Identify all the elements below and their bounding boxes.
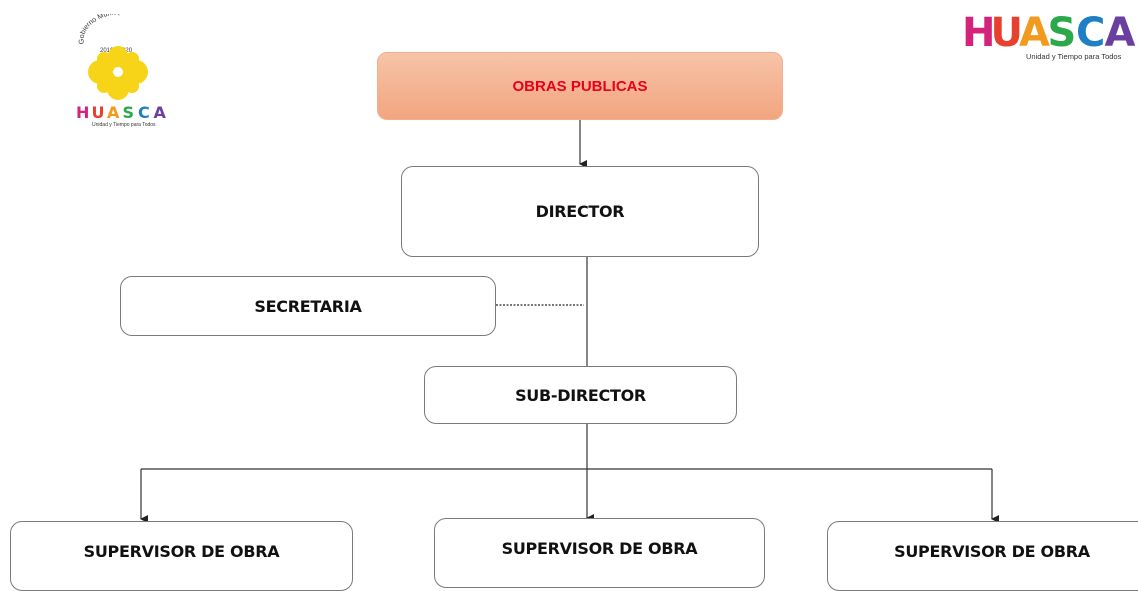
supervisor-box-3: SUPERVISOR DE OBRA xyxy=(827,521,1138,591)
logo-letter: S xyxy=(123,103,135,122)
logo-letter: A xyxy=(107,103,120,122)
logo-letter: U xyxy=(991,10,1023,56)
logo-letter: H xyxy=(962,10,995,56)
supervisor-box-2: SUPERVISOR DE OBRA xyxy=(434,518,765,588)
logo-letter: C xyxy=(138,103,150,122)
director-box: DIRECTOR xyxy=(401,166,759,257)
subdirector-box: SUB-DIRECTOR xyxy=(424,366,737,424)
logo-letter: H xyxy=(76,103,89,122)
emblem-shape xyxy=(88,46,148,100)
supervisor-label: SUPERVISOR DE OBRA xyxy=(894,542,1090,561)
logo-letter: S xyxy=(1048,10,1077,56)
logo-letter: A xyxy=(154,103,167,122)
secretary-label: SECRETARIA xyxy=(254,296,362,316)
brand-tagline: Unidad y Tiempo para Todos xyxy=(1026,52,1122,61)
org-connectors xyxy=(140,120,999,523)
logo-tagline: Unidad y Tiempo para Todos xyxy=(92,122,156,128)
logo-letter: U xyxy=(92,103,105,122)
supervisor-box-1: SUPERVISOR DE OBRA xyxy=(10,521,353,591)
supervisor-label: SUPERVISOR DE OBRA xyxy=(83,542,280,561)
logo-letter: A xyxy=(1019,10,1050,56)
logo-letter: A xyxy=(1105,10,1136,56)
supervisor-label: SUPERVISOR DE OBRA xyxy=(501,539,698,558)
secretary-box: SECRETARIA xyxy=(120,276,496,336)
director-label: DIRECTOR xyxy=(535,202,625,221)
subdirector-label: SUB-DIRECTOR xyxy=(515,385,646,405)
department-box: OBRAS PUBLICAS xyxy=(377,52,783,120)
logo-letter: C xyxy=(1076,10,1105,56)
department-label: OBRAS PUBLICAS xyxy=(512,77,648,95)
